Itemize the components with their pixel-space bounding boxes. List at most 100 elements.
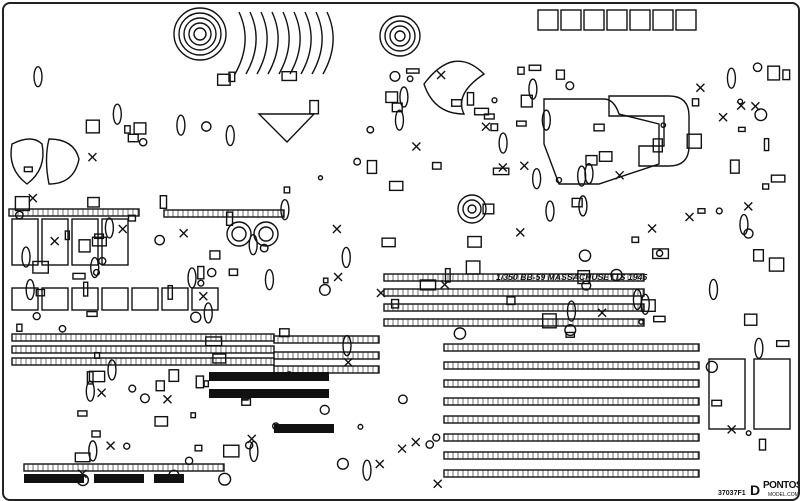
small-ring [565, 81, 575, 91]
small-part [431, 161, 442, 170]
curved-rib [278, 11, 290, 75]
small-ring [389, 70, 401, 82]
small-ring [655, 249, 664, 258]
small-ring [578, 249, 592, 262]
rail-part [163, 209, 285, 218]
rail-part [443, 469, 700, 478]
grating-panel [560, 9, 582, 31]
small-ring [453, 327, 467, 340]
small-part [82, 281, 89, 297]
small-part [159, 195, 168, 209]
cross-brace [718, 112, 728, 122]
grating-panel [583, 9, 605, 31]
circular-part [384, 20, 416, 52]
small-part [767, 65, 781, 81]
cross-brace [481, 122, 491, 132]
small-part [209, 250, 221, 260]
small-ring [743, 228, 754, 239]
small-part [241, 398, 252, 406]
curved-rib [300, 11, 312, 75]
small-ring [555, 176, 563, 184]
small-part [419, 279, 437, 291]
cross-brace [28, 193, 38, 203]
small-part [711, 399, 723, 407]
small-part [222, 444, 240, 458]
curved-part [423, 60, 486, 115]
solid-strip [94, 474, 144, 483]
small-part [571, 197, 583, 208]
oval-part [754, 337, 764, 359]
small-part [691, 98, 700, 107]
circular-part [178, 12, 222, 56]
small-ring [123, 442, 131, 450]
small-part [93, 351, 101, 359]
small-part [127, 133, 139, 143]
oval-part [584, 162, 594, 185]
oval-part [726, 67, 737, 89]
small-ring [357, 423, 364, 430]
small-part [23, 166, 33, 173]
etched-parts [8, 7, 791, 489]
small-part [758, 438, 767, 451]
small-part [762, 183, 770, 190]
cross-brace [750, 101, 760, 111]
rail-part [273, 335, 380, 344]
small-ring [366, 125, 375, 134]
small-part [216, 73, 231, 86]
curved-rib [256, 11, 268, 75]
circular-part [462, 199, 482, 219]
small-part [127, 214, 137, 222]
rail-part [23, 463, 225, 472]
small-ring [14, 210, 24, 220]
small-part [85, 119, 101, 134]
small-part [743, 313, 758, 326]
small-part [91, 430, 101, 438]
small-part [322, 277, 329, 284]
small-ring [336, 457, 349, 470]
small-ring [32, 311, 41, 321]
oval-part [107, 359, 117, 381]
small-part [74, 452, 91, 463]
oval-part [362, 459, 372, 481]
rail-part [443, 451, 700, 460]
small-ring [491, 97, 498, 104]
oval-part [112, 103, 123, 125]
small-ring [397, 394, 408, 405]
cross-brace [440, 280, 450, 289]
cross-brace [411, 142, 421, 152]
cross-brace [727, 424, 737, 434]
circular-part [394, 30, 406, 42]
oval-part [708, 278, 719, 301]
grating-panel [101, 218, 129, 266]
oval-part [394, 109, 405, 131]
small-part [577, 269, 591, 285]
oval-part [578, 195, 588, 217]
small-part [155, 380, 166, 392]
small-part [770, 174, 786, 183]
circular-part [457, 194, 487, 224]
oval-part [498, 132, 508, 154]
small-part [768, 257, 785, 272]
cross-brace [118, 224, 128, 234]
rail-part [273, 351, 380, 360]
small-part [466, 91, 475, 106]
oval-part [85, 380, 95, 402]
triangle-part [257, 113, 316, 143]
small-ring [184, 456, 194, 466]
solid-strip [154, 474, 184, 483]
small-part [168, 369, 180, 383]
cross-brace [743, 201, 753, 211]
small-ring [705, 360, 719, 374]
small-part [492, 167, 510, 176]
small-ring [318, 283, 331, 296]
small-ring [610, 268, 623, 282]
rail-part [383, 288, 645, 297]
rail-part [443, 361, 700, 370]
small-part [195, 375, 205, 389]
small-part [542, 313, 557, 329]
small-part [520, 94, 533, 108]
small-part [16, 323, 23, 332]
curved-rib [245, 11, 257, 75]
rail-part [8, 208, 140, 217]
small-part [194, 444, 203, 452]
